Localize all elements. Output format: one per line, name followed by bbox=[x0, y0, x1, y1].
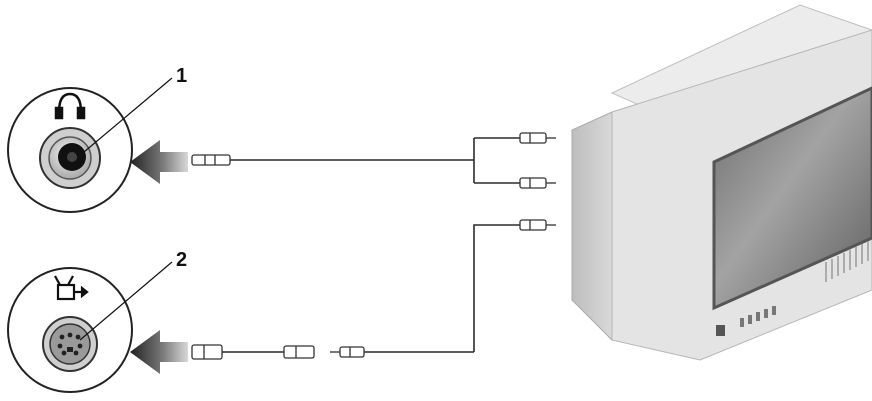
insert-arrow bbox=[130, 140, 188, 184]
audio-cable bbox=[230, 137, 520, 184]
insert-arrow bbox=[130, 330, 188, 374]
svideo-connector bbox=[42, 316, 98, 372]
television bbox=[571, 4, 872, 361]
callout-number-1: 1 bbox=[176, 65, 187, 87]
audio-port-panel bbox=[7, 87, 133, 213]
rca-plug bbox=[519, 219, 556, 231]
audio-jack bbox=[39, 127, 101, 189]
svideo-cable bbox=[222, 224, 520, 353]
rca-plug bbox=[330, 346, 365, 358]
svideo-port-panel bbox=[7, 267, 133, 393]
rca-plug bbox=[519, 132, 556, 144]
svideo-plug bbox=[191, 344, 223, 360]
tv-front-controls bbox=[740, 306, 776, 327]
callout-leader-2 bbox=[79, 261, 173, 341]
tv-speaker-grille bbox=[825, 241, 869, 282]
callout-number-2: 2 bbox=[176, 249, 187, 271]
rca-plug bbox=[519, 177, 556, 189]
tv-screen bbox=[712, 86, 872, 311]
tv-out-icon bbox=[54, 275, 89, 301]
rca-plug bbox=[191, 154, 231, 166]
tv-power-button bbox=[716, 325, 725, 336]
callout-leader-1 bbox=[83, 77, 173, 153]
headphones-icon bbox=[54, 92, 86, 120]
adapter-plug bbox=[283, 345, 315, 359]
